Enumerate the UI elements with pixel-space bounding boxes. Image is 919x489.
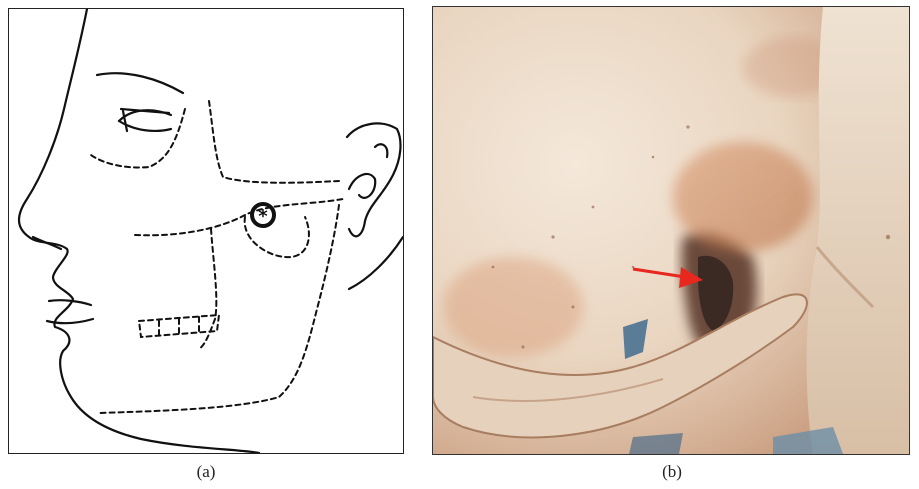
caption-panel-b: (b) xyxy=(632,462,712,482)
panel-a-face-drawing: * xyxy=(8,8,404,454)
caption-panel-a: (a) xyxy=(166,462,246,482)
skull-bone-photo-icon xyxy=(433,7,909,454)
face-profile-line-drawing-icon: * xyxy=(9,9,403,453)
panel-b-skull-photo xyxy=(432,6,910,455)
